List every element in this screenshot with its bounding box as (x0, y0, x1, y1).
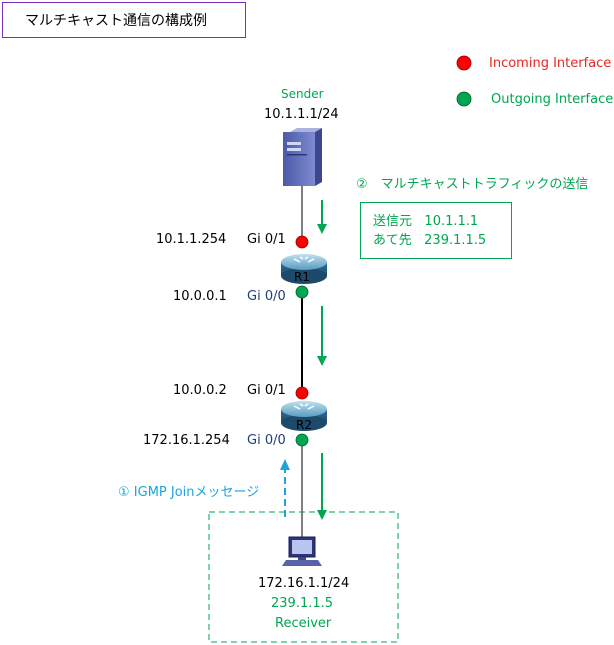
r2-in-if: Gi 0/1 (247, 383, 286, 398)
r1-out-if: Gi 0/0 (247, 289, 286, 304)
incoming-interface-r2 (295, 386, 309, 400)
sender-ip: 10.1.1.1/24 (264, 107, 339, 122)
diagram-title: マルチキャスト通信の構成例 (25, 13, 207, 29)
r2-out-if: Gi 0/0 (247, 433, 286, 448)
incoming-interface-r1 (295, 235, 309, 249)
server-icon (283, 128, 322, 186)
flow-src-value: 10.1.1.1 (424, 214, 479, 229)
outgoing-interface-r1 (295, 285, 309, 299)
step1-label: ① IGMP Joinメッセージ (118, 485, 260, 500)
receiver-area (208, 511, 399, 643)
legend-incoming-dot (456, 55, 472, 71)
router-r1-icon (281, 254, 327, 284)
flow-src-label: 送信元 (373, 214, 413, 229)
flow-info-box: 送信元 10.1.1.1 あて先 239.1.1.5 (360, 202, 512, 259)
r2-name: R2 (296, 418, 312, 432)
router-r2-icon (281, 401, 327, 431)
legend-incoming-label: Incoming Interface (489, 56, 612, 71)
sender-label: Sender (281, 87, 324, 101)
r1-name: R1 (294, 270, 310, 284)
diagram-title-box: マルチキャスト通信の構成例 (2, 2, 246, 38)
step2-label: ② マルチキャストトラフィックの送信 (356, 177, 589, 192)
legend-outgoing-dot (456, 91, 472, 107)
receiver-group: 239.1.1.5 (271, 596, 334, 611)
receiver-label: Receiver (275, 616, 332, 631)
legend-outgoing-label: Outgoing Interface (491, 92, 614, 107)
igmp-join-arrow (280, 459, 290, 517)
r2-in-ip: 10.0.0.2 (173, 383, 227, 398)
r1-in-ip: 10.1.1.254 (156, 232, 227, 247)
r1-out-ip: 10.0.0.1 (173, 289, 227, 304)
r2-out-ip: 172.16.1.254 (143, 433, 230, 448)
traffic-arrow-3 (317, 453, 327, 520)
outgoing-interface-r2 (295, 433, 309, 447)
pc-icon (282, 536, 322, 566)
receiver-ip: 172.16.1.1/24 (258, 576, 350, 591)
flow-dst-value: 239.1.1.5 (424, 233, 487, 248)
traffic-arrow-1 (317, 200, 327, 234)
flow-dst-label: あて先 (373, 233, 412, 248)
r1-in-if: Gi 0/1 (247, 232, 286, 247)
traffic-arrow-2 (317, 306, 327, 366)
